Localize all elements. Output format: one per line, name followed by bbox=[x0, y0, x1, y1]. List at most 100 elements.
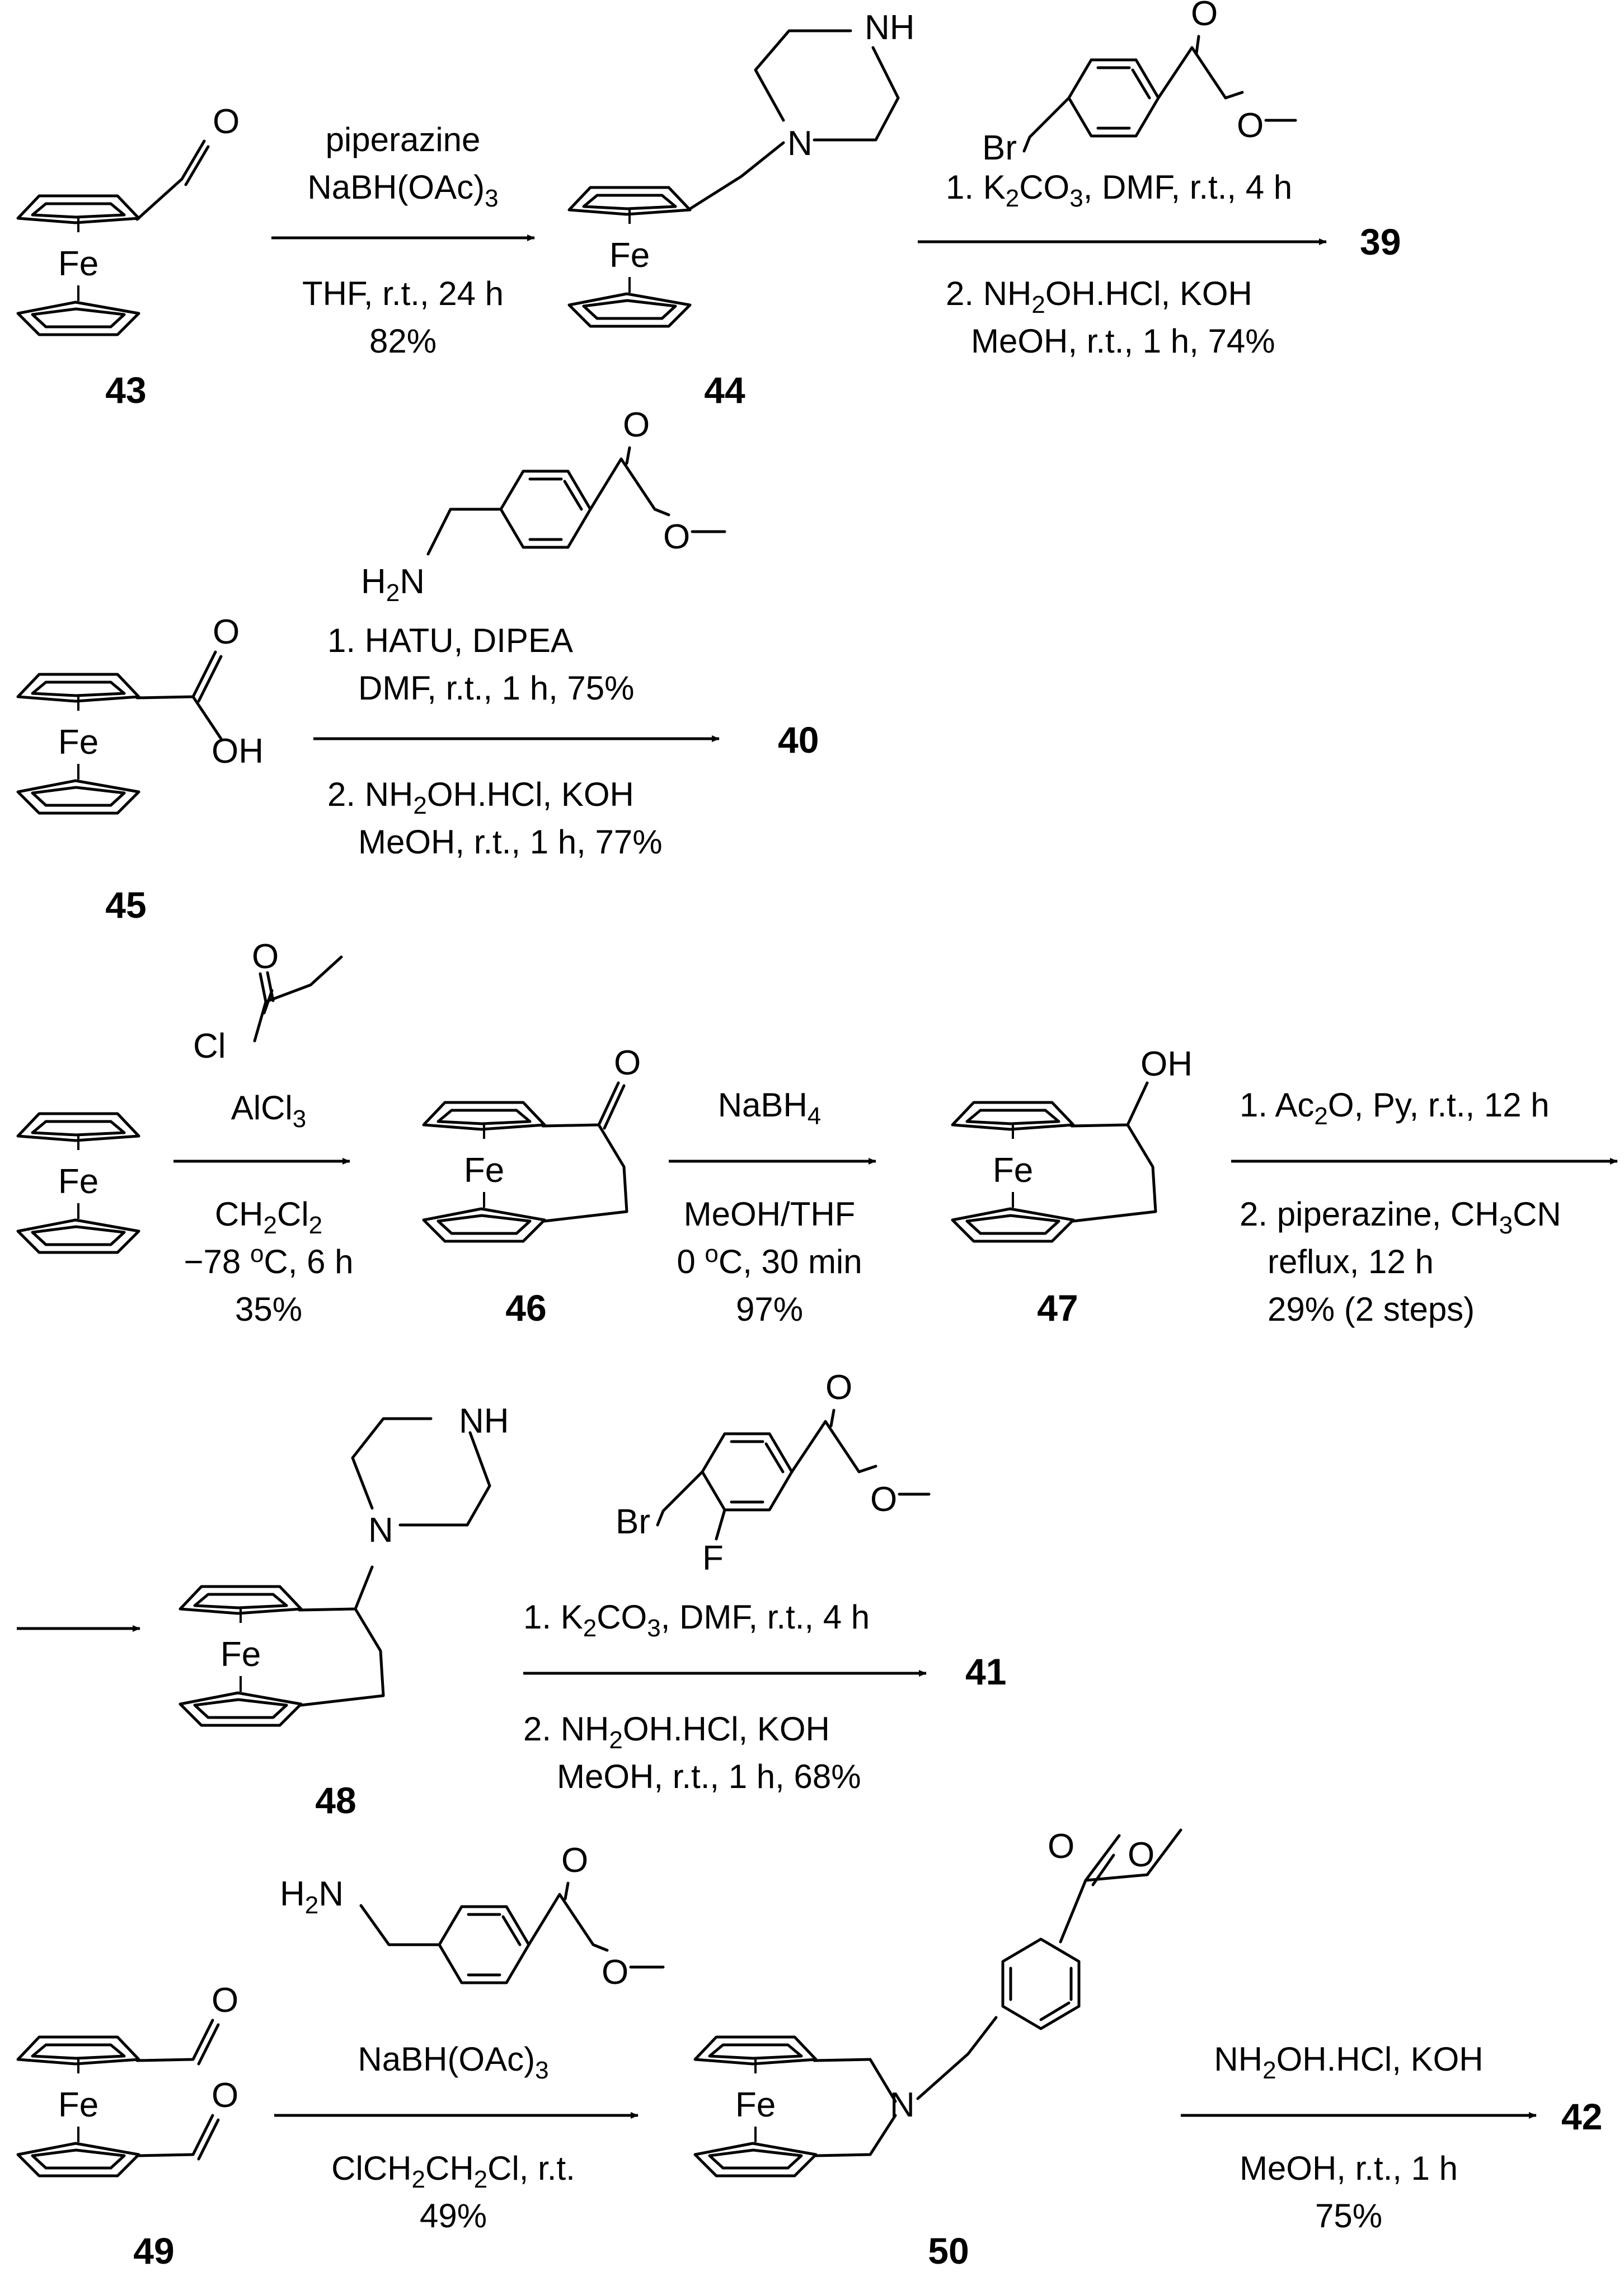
svg-text:NaBH(OAc)3: NaBH(OAc)3 bbox=[307, 168, 498, 212]
svg-text:35%: 35% bbox=[235, 1290, 302, 1328]
svg-text:MeOH, r.t., 1 h, 74%: MeOH, r.t., 1 h, 74% bbox=[971, 322, 1275, 360]
svg-text:piperazine: piperazine bbox=[326, 121, 481, 158]
scheme-3: Fe O Cl AlCl3 CH2Cl2 −78 oC, 6 h 35% Fe … bbox=[18, 937, 1618, 1329]
fe-label: Fe bbox=[993, 1151, 1033, 1190]
svg-text:reflux, 12 h: reflux, 12 h bbox=[1268, 1243, 1434, 1280]
aldehyde-oxygen: O bbox=[213, 102, 240, 141]
svg-text:1. HATU, DIPEA: 1. HATU, DIPEA bbox=[327, 622, 573, 659]
scheme-4: Fe N NH 48 Br F O O 1. K2CO3, DMF, r.t.,… bbox=[17, 1368, 1006, 1821]
svg-text:OH: OH bbox=[212, 732, 264, 771]
svg-text:MeOH, r.t., 1 h: MeOH, r.t., 1 h bbox=[1240, 2150, 1458, 2187]
svg-text:O: O bbox=[825, 1368, 852, 1407]
svg-text:1. Ac2O, Py, r.t., 12 h: 1. Ac2O, Py, r.t., 12 h bbox=[1240, 1086, 1550, 1130]
scheme-5: Fe O O 49 H2N O O NaBH(OAc)3 ClCH2CH2Cl,… bbox=[18, 1827, 1602, 2272]
svg-text:MeOH, r.t., 1 h, 68%: MeOH, r.t., 1 h, 68% bbox=[557, 1758, 861, 1795]
compound-48-label: 48 bbox=[315, 1780, 356, 1821]
svg-text:97%: 97% bbox=[736, 1290, 803, 1328]
svg-text:O: O bbox=[212, 2076, 238, 2115]
step-1-reagents: piperazine NaBH(OAc)3 THF, r.t., 24 h 82… bbox=[271, 121, 535, 360]
svg-text:F: F bbox=[702, 1539, 724, 1578]
svg-text:Cl: Cl bbox=[193, 1027, 226, 1066]
svg-text:O: O bbox=[1048, 1827, 1074, 1866]
fe-label: Fe bbox=[58, 723, 98, 762]
compound-47-structure: Fe OH bbox=[952, 1045, 1193, 1241]
svg-text:N: N bbox=[890, 2086, 915, 2124]
piperazine-nh: NH bbox=[865, 8, 915, 47]
svg-text:O: O bbox=[663, 518, 690, 556]
svg-text:O: O bbox=[602, 1953, 628, 1992]
compound-45-label: 45 bbox=[105, 884, 146, 926]
compound-43-label: 43 bbox=[105, 369, 146, 411]
svg-text:ClCH2CH2Cl, r.t.: ClCH2CH2Cl, r.t. bbox=[331, 2150, 575, 2193]
svg-text:29% (2 steps): 29% (2 steps) bbox=[1268, 1290, 1475, 1328]
step-1-reagents: O Cl AlCl3 CH2Cl2 −78 oC, 6 h 35% bbox=[173, 937, 354, 1328]
svg-text:Br: Br bbox=[982, 129, 1017, 167]
compound-50-structure: Fe N O O bbox=[695, 1827, 1182, 2176]
svg-text:THF, r.t., 24 h: THF, r.t., 24 h bbox=[302, 275, 504, 312]
svg-text:MeOH, r.t., 1 h, 77%: MeOH, r.t., 1 h, 77% bbox=[358, 823, 663, 861]
product-40-label: 40 bbox=[778, 719, 819, 761]
svg-text:NaBH4: NaBH4 bbox=[718, 1086, 822, 1130]
compound-46-structure: Fe O bbox=[424, 1044, 641, 1241]
svg-text:O: O bbox=[561, 1841, 588, 1880]
fe-label: Fe bbox=[735, 2086, 776, 2124]
scheme-1: Fe O 43 piperazine NaBH(OAc)3 THF, r.t.,… bbox=[18, 0, 1401, 411]
step-3-reagents: 1. Ac2O, Py, r.t., 12 h 2. piperazine, C… bbox=[1231, 1086, 1618, 1328]
step-reagents: H2N O O 1. HATU, DIPEA DMF, r.t., 1 h, 7… bbox=[313, 406, 726, 861]
step-2-reagents: Br O O 1. K2CO3, DMF, r.t., 4 h 2. NH2OH… bbox=[918, 0, 1327, 360]
compound-44-structure: Fe N NH bbox=[569, 8, 915, 326]
compound-49-structure: Fe O O bbox=[18, 1981, 238, 2176]
fe-label: Fe bbox=[220, 1635, 261, 1674]
svg-text:DMF, r.t., 1 h, 75%: DMF, r.t., 1 h, 75% bbox=[358, 669, 635, 707]
piperazine-n: N bbox=[787, 124, 813, 163]
scheme-2: Fe O OH 45 H2N O O 1. HATU, DIPEA DMF, r… bbox=[18, 406, 819, 926]
step-1-reagents: H2N O O NaBH(OAc)3 ClCH2CH2Cl, r.t. 49% bbox=[274, 1841, 665, 2235]
fe-label: Fe bbox=[58, 245, 98, 283]
svg-text:82%: 82% bbox=[369, 322, 436, 360]
fe-label: Fe bbox=[58, 2086, 98, 2124]
svg-text:O: O bbox=[1237, 106, 1264, 145]
svg-text:2. piperazine, CH3CN: 2. piperazine, CH3CN bbox=[1240, 1195, 1561, 1239]
svg-text:O: O bbox=[213, 613, 240, 651]
compound-44-label: 44 bbox=[704, 369, 745, 411]
compound-46-label: 46 bbox=[505, 1287, 546, 1329]
compound-43-structure: Fe O bbox=[18, 102, 240, 335]
svg-text:2. NH2OH.HCl, KOH: 2. NH2OH.HCl, KOH bbox=[523, 1710, 830, 1754]
svg-text:NaBH(OAc)3: NaBH(OAc)3 bbox=[358, 2040, 548, 2084]
compound-49-label: 49 bbox=[133, 2230, 174, 2272]
compound-48-structure: Fe N NH bbox=[180, 1402, 509, 1725]
svg-text:O: O bbox=[212, 1981, 238, 2020]
product-42-label: 42 bbox=[1561, 2096, 1602, 2137]
svg-text:0 oC, 30 min: 0 oC, 30 min bbox=[677, 1240, 862, 1280]
product-39-label: 39 bbox=[1360, 221, 1401, 262]
svg-text:O: O bbox=[614, 1044, 641, 1082]
svg-text:AlCl3: AlCl3 bbox=[231, 1089, 307, 1133]
step-2-reagents: NH2OH.HCl, KOH MeOH, r.t., 1 h 75% bbox=[1181, 2040, 1537, 2235]
svg-text:NH2OH.HCl, KOH: NH2OH.HCl, KOH bbox=[1214, 2040, 1483, 2084]
fe-label: Fe bbox=[609, 236, 650, 275]
compound-47-label: 47 bbox=[1037, 1287, 1078, 1329]
svg-text:CH2Cl2: CH2Cl2 bbox=[215, 1195, 322, 1239]
svg-text:OH: OH bbox=[1140, 1045, 1193, 1083]
svg-text:2. NH2OH.HCl, KOH: 2. NH2OH.HCl, KOH bbox=[946, 275, 1252, 318]
svg-text:H2N: H2N bbox=[361, 562, 425, 607]
product-41-label: 41 bbox=[965, 1651, 1006, 1692]
svg-text:O: O bbox=[1191, 0, 1218, 33]
svg-text:MeOH/THF: MeOH/THF bbox=[684, 1195, 856, 1233]
svg-text:O: O bbox=[252, 937, 279, 976]
fe-label: Fe bbox=[58, 1162, 98, 1201]
svg-text:1. K2CO3, DMF, r.t., 4 h: 1. K2CO3, DMF, r.t., 4 h bbox=[523, 1598, 870, 1642]
svg-text:O: O bbox=[1128, 1836, 1154, 1874]
ferrocene-structure: Fe bbox=[18, 1114, 139, 1252]
svg-text:O: O bbox=[623, 406, 650, 444]
svg-text:NH: NH bbox=[459, 1402, 509, 1440]
svg-text:N: N bbox=[368, 1511, 393, 1550]
svg-text:2. NH2OH.HCl, KOH: 2. NH2OH.HCl, KOH bbox=[327, 776, 634, 819]
step-2-reagents: NaBH4 MeOH/THF 0 oC, 30 min 97% bbox=[669, 1086, 876, 1328]
svg-text:−78 oC, 6 h: −78 oC, 6 h bbox=[184, 1240, 353, 1280]
step-reagents: Br F O O 1. K2CO3, DMF, r.t., 4 h 2. NH2… bbox=[523, 1368, 931, 1795]
svg-text:Br: Br bbox=[616, 1503, 650, 1541]
svg-text:H2N: H2N bbox=[280, 1875, 344, 1919]
svg-text:1. K2CO3, DMF, r.t., 4 h: 1. K2CO3, DMF, r.t., 4 h bbox=[946, 168, 1292, 212]
